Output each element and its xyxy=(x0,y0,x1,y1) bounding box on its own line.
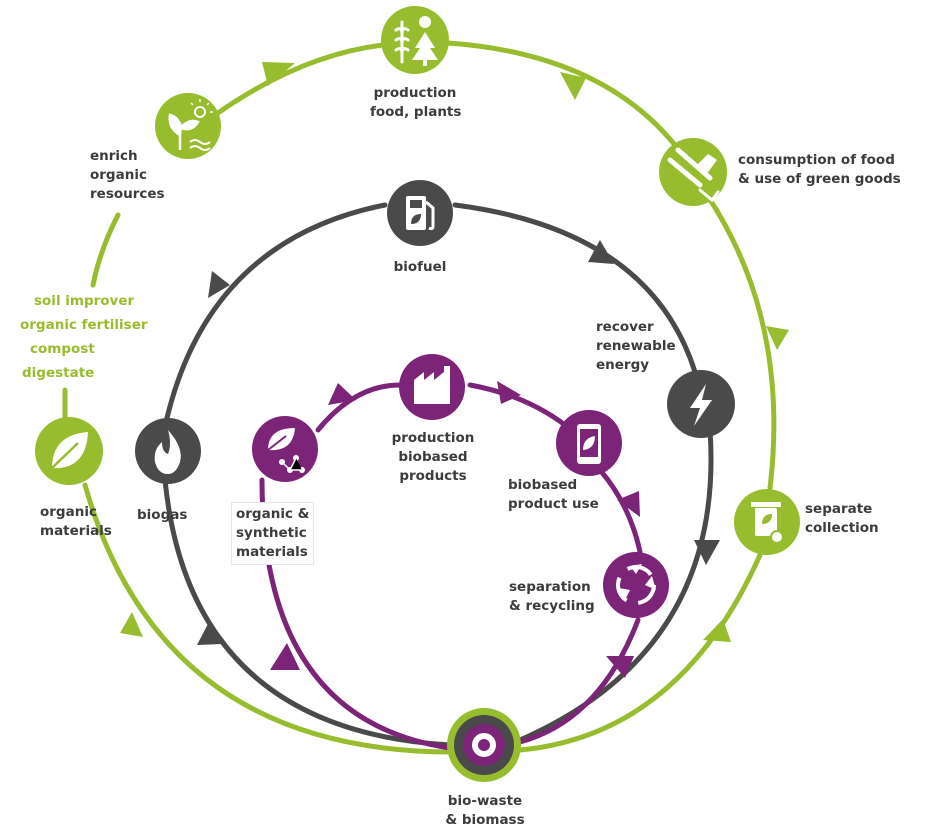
energy-label-line-1: recover xyxy=(596,319,654,335)
enrich-label-line-3: resources xyxy=(90,186,165,202)
organic-materials-label: organic materials xyxy=(40,503,112,541)
smartphone-icon xyxy=(556,410,622,476)
middle-arc-energy-biowaste xyxy=(517,427,714,743)
digestate-text: digestate xyxy=(22,365,95,381)
middle-arrow-4 xyxy=(197,620,222,645)
middle-arrow-2 xyxy=(588,240,614,264)
outer-arrow-4 xyxy=(703,619,731,642)
materials-label: organic & synthetic materials xyxy=(231,502,315,565)
outer-arc-soil-enrich xyxy=(90,212,121,288)
biofuel-label-line-1: biofuel xyxy=(393,259,447,275)
outer-arc-collection-biowaste xyxy=(517,552,763,753)
production-biobased-label-line-3: products xyxy=(399,468,467,484)
recycling-label: separation & recycling xyxy=(509,578,595,616)
outer-arc-consumption-collection xyxy=(704,192,777,491)
product-use-label-line-1: biobased xyxy=(508,477,578,493)
middle-arrows xyxy=(197,240,720,645)
separate-collection-label: separate collection xyxy=(805,500,879,538)
middle-arc-biofuel-energy xyxy=(452,202,698,375)
waste-bin-icon xyxy=(734,489,800,555)
separate-collection-label-line-2: collection xyxy=(805,520,879,536)
consumption-label-line-1: consumption of food xyxy=(738,152,895,168)
compost-text: compost xyxy=(30,341,95,357)
inner-arrow-5 xyxy=(270,643,300,670)
inner-arrow-3 xyxy=(617,491,640,517)
energy-label-line-2: renewable xyxy=(596,338,676,354)
lightning-icon xyxy=(667,370,735,438)
organic-fertiliser-text: organic fertiliser xyxy=(20,317,148,333)
production-label-line-1: production xyxy=(373,85,457,101)
biowaste-label-line-2: & biomass xyxy=(445,812,525,828)
biofuel-label: biofuel xyxy=(385,258,455,277)
biogas-label-line-1: biogas xyxy=(137,507,188,523)
outer-arc-biowaste-organic xyxy=(82,482,451,755)
soil-products-label: soil improver organic fertiliser compost… xyxy=(20,289,148,385)
enrich-label: enrich organic resources xyxy=(90,147,165,204)
factory-icon xyxy=(399,354,465,420)
wheat-tree-apple-icon xyxy=(381,6,449,74)
inner-arrows xyxy=(270,381,640,678)
outer-arrow-1 xyxy=(262,62,295,86)
organic-materials-label-line-1: organic xyxy=(40,504,97,520)
production-label-line-2: food, plants xyxy=(370,104,462,120)
organic-materials-label-line-2: materials xyxy=(40,523,112,539)
outer-arrow-3 xyxy=(766,326,789,350)
middle-arc-biogas-biofuel xyxy=(164,202,388,421)
outer-arc-enrich-production xyxy=(212,42,386,118)
inner-arrow-1 xyxy=(328,383,356,405)
recycle-icon xyxy=(603,552,669,618)
production-biobased-label-line-1: production xyxy=(391,430,475,446)
outer-cycle xyxy=(62,40,777,755)
production-biobased-label-line-2: biobased xyxy=(398,449,468,465)
materials-label-line-1: organic & xyxy=(236,506,310,522)
consumption-label-line-2: & use of green goods xyxy=(738,171,901,187)
outer-arrow-2 xyxy=(560,72,586,100)
energy-label-line-3: energy xyxy=(596,357,650,373)
inner-arc-recycling-biowaste xyxy=(517,617,641,745)
consumption-label: consumption of food & use of green goods xyxy=(738,151,901,189)
outer-arc-production-consumption xyxy=(445,40,696,173)
energy-label: recover renewable energy xyxy=(596,318,676,375)
enrich-label-line-1: enrich xyxy=(90,148,138,164)
production-biobased-label: production biobased products xyxy=(388,429,478,486)
inner-arc-production-use xyxy=(467,382,568,428)
inner-arc-materials-production xyxy=(315,382,403,433)
inner-arc-use-recycling xyxy=(597,467,643,555)
fuel-pump-icon xyxy=(387,180,453,246)
leaf-molecule-icon xyxy=(252,416,318,482)
leaf-icon xyxy=(35,417,103,485)
production-label: production food, plants xyxy=(370,84,462,122)
biowaste-label: bio-waste & biomass xyxy=(430,792,540,830)
enrich-label-line-2: organic xyxy=(90,167,147,183)
inner-arrow-4 xyxy=(606,656,634,678)
middle-arrow-3 xyxy=(694,540,720,565)
biogas-label: biogas xyxy=(137,506,187,525)
outer-arrows xyxy=(120,62,789,642)
inner-arrow-2 xyxy=(497,381,521,404)
plant-sun-icon xyxy=(155,93,221,159)
middle-cycle xyxy=(162,202,714,748)
recycling-label-line-1: separation xyxy=(509,579,591,595)
separate-collection-label-line-1: separate xyxy=(805,501,873,517)
outer-arrow-5 xyxy=(120,612,143,637)
product-use-label: biobased product use xyxy=(508,476,599,514)
recycling-label-line-2: & recycling xyxy=(509,598,595,614)
flame-icon xyxy=(135,418,201,484)
materials-label-line-2: synthetic xyxy=(236,525,307,541)
middle-arrow-1 xyxy=(208,271,230,298)
target-icon xyxy=(447,708,521,782)
middle-arc-biowaste-biogas xyxy=(162,477,453,748)
biowaste-label-line-1: bio-waste xyxy=(447,793,523,809)
materials-label-line-3: materials xyxy=(236,544,308,560)
fork-knife-icon xyxy=(659,138,727,206)
soil-improver-text: soil improver xyxy=(34,293,135,309)
product-use-label-line-2: product use xyxy=(508,496,599,512)
